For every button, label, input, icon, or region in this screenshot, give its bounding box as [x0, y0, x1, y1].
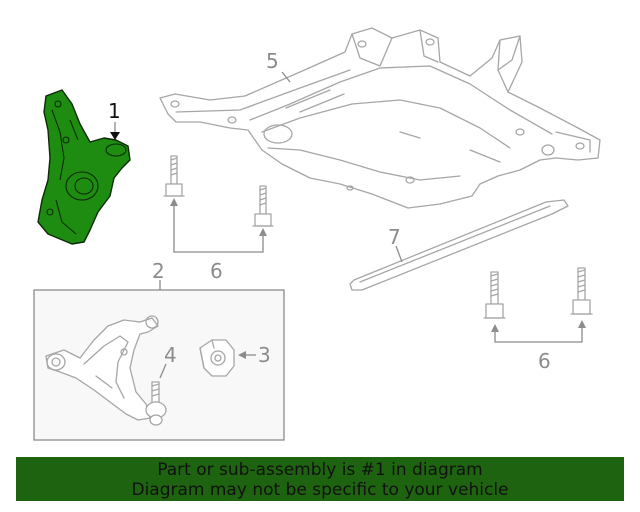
callout-2[interactable]: 2 [152, 259, 165, 283]
leader-6-right [494, 326, 583, 343]
subframe-crossmember[interactable] [159, 27, 601, 209]
callout-7[interactable]: 7 [388, 225, 401, 249]
parts-diagram: 5 1 6 7 [33, 27, 601, 441]
leader-5 [281, 71, 291, 83]
arrow-6-left-a [170, 198, 178, 206]
callout-3[interactable]: 3 [258, 343, 271, 367]
arrow-6-right-b [578, 320, 586, 328]
banner-line-1: Part or sub-assembly is #1 in diagram [157, 460, 483, 480]
control-arm-bushing[interactable] [199, 339, 235, 377]
part-info-banner: Part or sub-assembly is #1 in diagram Di… [16, 457, 624, 501]
callout-6-right[interactable]: 6 [538, 349, 551, 373]
arrow-3 [238, 351, 246, 359]
bolt-right-b[interactable] [570, 267, 593, 315]
callout-6-left[interactable]: 6 [210, 259, 223, 283]
leader-6-left [173, 204, 264, 253]
ball-joint[interactable] [145, 381, 167, 426]
arrow-6-left-b [259, 228, 267, 236]
banner-line-2: Diagram may not be specific to your vehi… [131, 480, 509, 500]
leader-4 [159, 363, 167, 379]
steering-knuckle[interactable] [37, 89, 131, 245]
arrow-6-right-a [491, 324, 499, 332]
callout-4[interactable]: 4 [164, 343, 177, 367]
lower-control-arm[interactable] [45, 315, 159, 421]
bolt-left-a[interactable] [163, 155, 185, 197]
callout-1[interactable]: 1 [108, 99, 121, 123]
brace-bar[interactable] [349, 199, 569, 291]
callout-5[interactable]: 5 [266, 49, 279, 73]
arrow-1 [110, 132, 120, 140]
bolt-left-b[interactable] [252, 185, 274, 227]
bolt-right-a[interactable] [483, 271, 506, 319]
leader-7 [395, 245, 403, 263]
